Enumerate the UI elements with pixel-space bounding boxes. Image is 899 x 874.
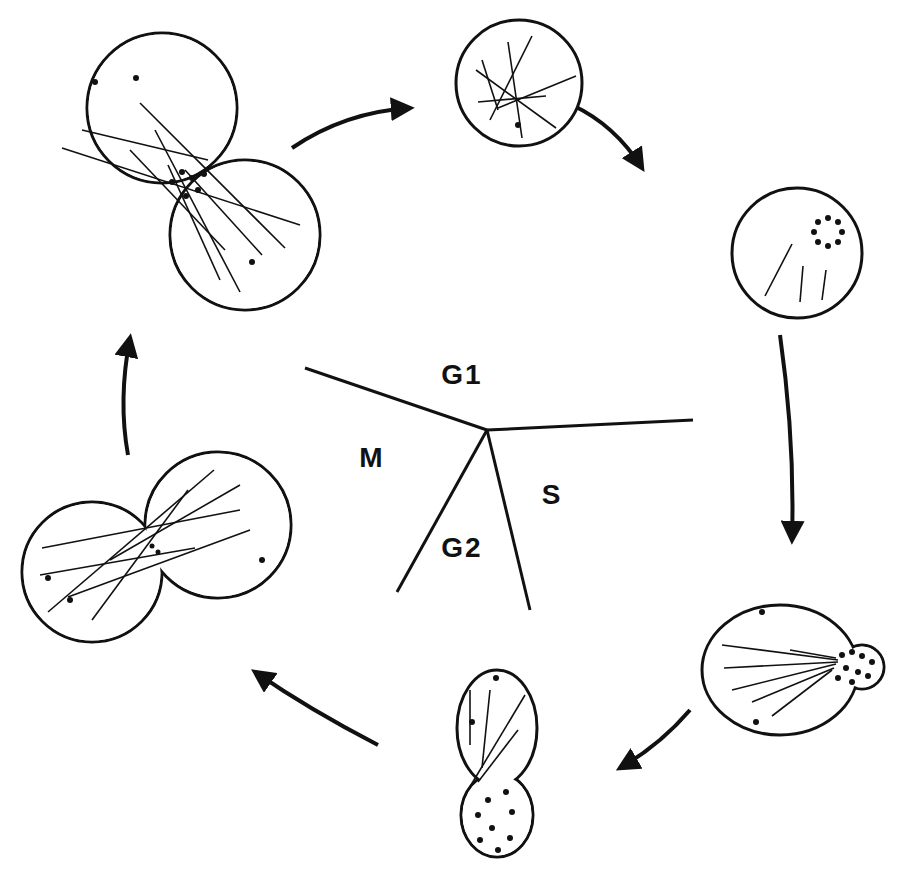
cycle-arrows (123, 105, 792, 768)
cytokinesis-cell (62, 33, 320, 310)
g1-cell (456, 20, 582, 146)
phase-dividers (305, 368, 693, 610)
phase-label: S (542, 481, 563, 509)
phase-label: G1 (441, 361, 482, 389)
bud-site-cell (732, 188, 862, 318)
phase-label: G2 (441, 534, 482, 562)
small-bud-cell (702, 605, 884, 735)
anaphase-cell (22, 452, 291, 642)
large-bud-cell (457, 670, 537, 857)
phase-label: M (359, 444, 384, 472)
